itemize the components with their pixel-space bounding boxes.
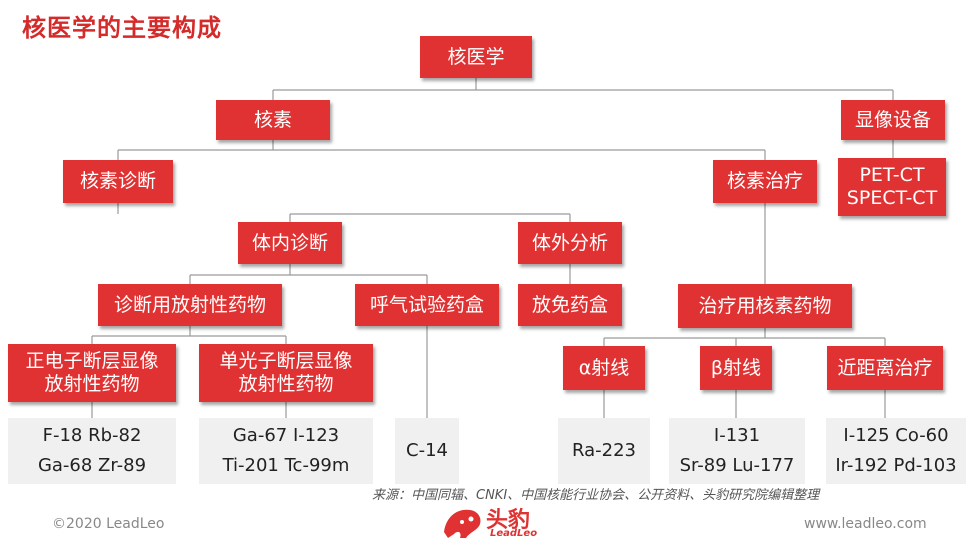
node-in-vivo-diagnosis: 体内诊断 [238, 222, 342, 264]
node-beta-rays: β射线 [700, 346, 772, 390]
single-photon-line-1: 单光子断层显像 [219, 350, 353, 373]
node-ria-kit: 放免药盒 [518, 284, 622, 326]
node-single-photon-imaging: 单光子断层显像 放射性药物 [199, 344, 373, 402]
line-therapydrugs [603, 328, 886, 348]
node-brachytherapy: 近距离治疗 [827, 346, 943, 390]
leaf-text: Ir-192 Pd-103 [835, 455, 957, 476]
node-nuclide-diagnosis: 核素诊断 [63, 160, 173, 203]
positron-line-1: 正电子断层显像 [25, 350, 159, 373]
line-root [272, 78, 894, 102]
leaf-breath-isotope: C-14 [395, 418, 459, 484]
node-breath-test-kit: 呼气试验药盒 [355, 284, 499, 326]
node-nuclide: 核素 [216, 100, 330, 140]
leaf-text: Ga-68 Zr-89 [37, 455, 147, 476]
logo-subtext: LeadLeo [490, 528, 538, 539]
node-therapeutic-drugs: 治疗用核素药物 [678, 284, 852, 328]
single-photon-line-2: 放射性药物 [238, 373, 334, 395]
node-in-vitro-analysis: 体外分析 [518, 222, 622, 264]
leaf-text: I-131 [713, 425, 761, 447]
copyright: ©2020 LeadLeo [52, 516, 165, 532]
node-nuclear-medicine: 核医学 [420, 36, 532, 78]
positron-line-2: 放射性药物 [44, 373, 140, 395]
leaf-beta-isotopes: I-131 Sr-89 Lu-177 [669, 418, 805, 484]
line-leaves [91, 326, 886, 420]
website-link[interactable]: www.leadleo.com [804, 516, 927, 532]
node-diagnostic-radiopharmaceuticals: 诊断用放射性药物 [98, 284, 282, 326]
leaf-text: F-18 Rb-82 [42, 425, 142, 447]
line-invivo [189, 264, 428, 286]
line-radiopharma [91, 326, 287, 346]
leaf-text: I-125 Co-60 [843, 425, 949, 447]
leaf-text: Ga-67 I-123 [232, 425, 340, 447]
leaf-text: Sr-89 Lu-177 [679, 455, 795, 476]
leaf-single-photon-isotopes: Ga-67 I-123 Ti-201 Tc-99m [199, 418, 373, 484]
line-nuclide [117, 140, 766, 162]
leaf-positron-isotopes: F-18 Rb-82 Ga-68 Zr-89 [8, 418, 176, 484]
leaf-alpha-isotope: Ra-223 [558, 418, 650, 484]
leaf-text: Ti-201 Tc-99m [222, 455, 350, 476]
logo-text: 头豹 [486, 508, 531, 533]
node-positron-imaging: 正电子断层显像 放射性药物 [8, 344, 176, 402]
source-note: 来源：中国同辐、CNKI、中国核能行业协会、公开资料、头豹研究院编辑整理 [372, 488, 820, 503]
leaf-brachy-isotopes: I-125 Co-60 Ir-192 Pd-103 [826, 418, 966, 484]
node-imaging-items: PET-CT SPECT-CT [838, 158, 946, 216]
node-nuclide-therapy: 核素治疗 [713, 160, 817, 203]
leopard-logo-icon [444, 509, 481, 538]
imaging-item-spect-ct: SPECT-CT [846, 187, 938, 209]
page-title: 核医学的主要构成 [22, 14, 222, 42]
node-alpha-rays: α射线 [563, 346, 645, 390]
node-imaging-equipment: 显像设备 [841, 100, 945, 140]
leadleo-logo: 头豹 LeadLeo [440, 500, 550, 544]
line-diagnosis [117, 203, 571, 224]
imaging-item-pet-ct: PET-CT [859, 164, 925, 187]
